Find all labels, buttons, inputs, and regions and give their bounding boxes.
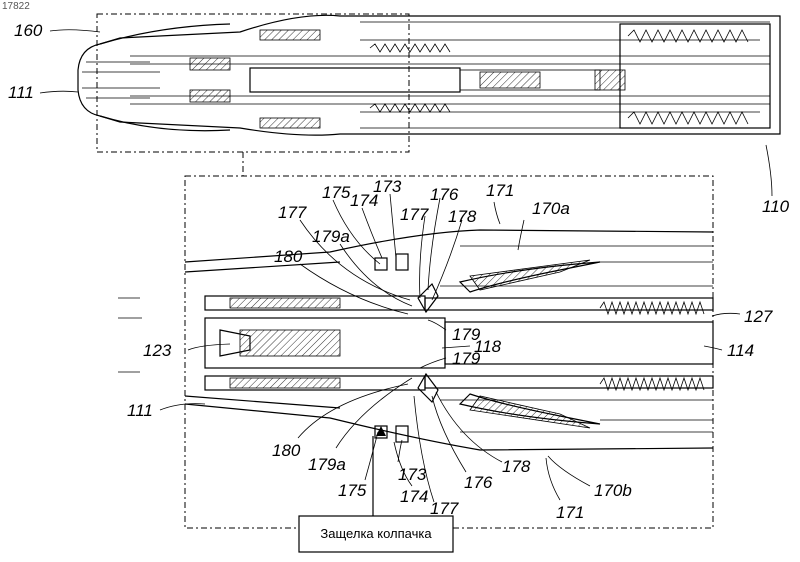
label-175-top: 175 bbox=[322, 183, 351, 202]
label-170b: 170b bbox=[594, 481, 632, 500]
document-id: 17822 bbox=[2, 1, 30, 12]
label-180-bottom: 180 bbox=[272, 441, 301, 460]
label-179a-top: 179a bbox=[312, 227, 350, 246]
label-177-top-a: 177 bbox=[278, 203, 307, 222]
label-177-bottom: 177 bbox=[430, 499, 459, 518]
label-176-bottom: 176 bbox=[464, 473, 493, 492]
label-111-bottom: 111 bbox=[127, 401, 153, 420]
label-173-bottom: 173 bbox=[398, 465, 427, 484]
label-160: 160 bbox=[14, 21, 43, 40]
detail-region-box bbox=[97, 14, 409, 152]
label-171-top: 171 bbox=[486, 181, 514, 200]
label-176-top: 176 bbox=[430, 185, 459, 204]
label-178-top: 178 bbox=[448, 207, 477, 226]
label-179-b: 179 bbox=[452, 349, 481, 368]
cap-latch-callout: Защелка колпачка bbox=[299, 516, 453, 552]
label-177-top-b: 177 bbox=[400, 205, 429, 224]
cap-latch-label: Защелка колпачка bbox=[320, 526, 432, 541]
label-174-bottom: 174 bbox=[400, 487, 428, 506]
label-180-top: 180 bbox=[274, 247, 303, 266]
label-127: 127 bbox=[744, 307, 773, 326]
label-175-bottom: 175 bbox=[338, 481, 367, 500]
label-110: 110 bbox=[762, 197, 790, 216]
label-170a: 170a bbox=[532, 199, 570, 218]
top-device-view bbox=[78, 14, 780, 176]
label-174-top: 174 bbox=[350, 191, 378, 210]
label-171-bottom: 171 bbox=[556, 503, 584, 522]
label-114: 114 bbox=[727, 341, 754, 360]
label-111-top: 111 bbox=[8, 83, 34, 102]
label-123: 123 bbox=[143, 341, 172, 360]
label-179a-bottom: 179a bbox=[308, 455, 346, 474]
label-178-bottom: 178 bbox=[502, 457, 531, 476]
